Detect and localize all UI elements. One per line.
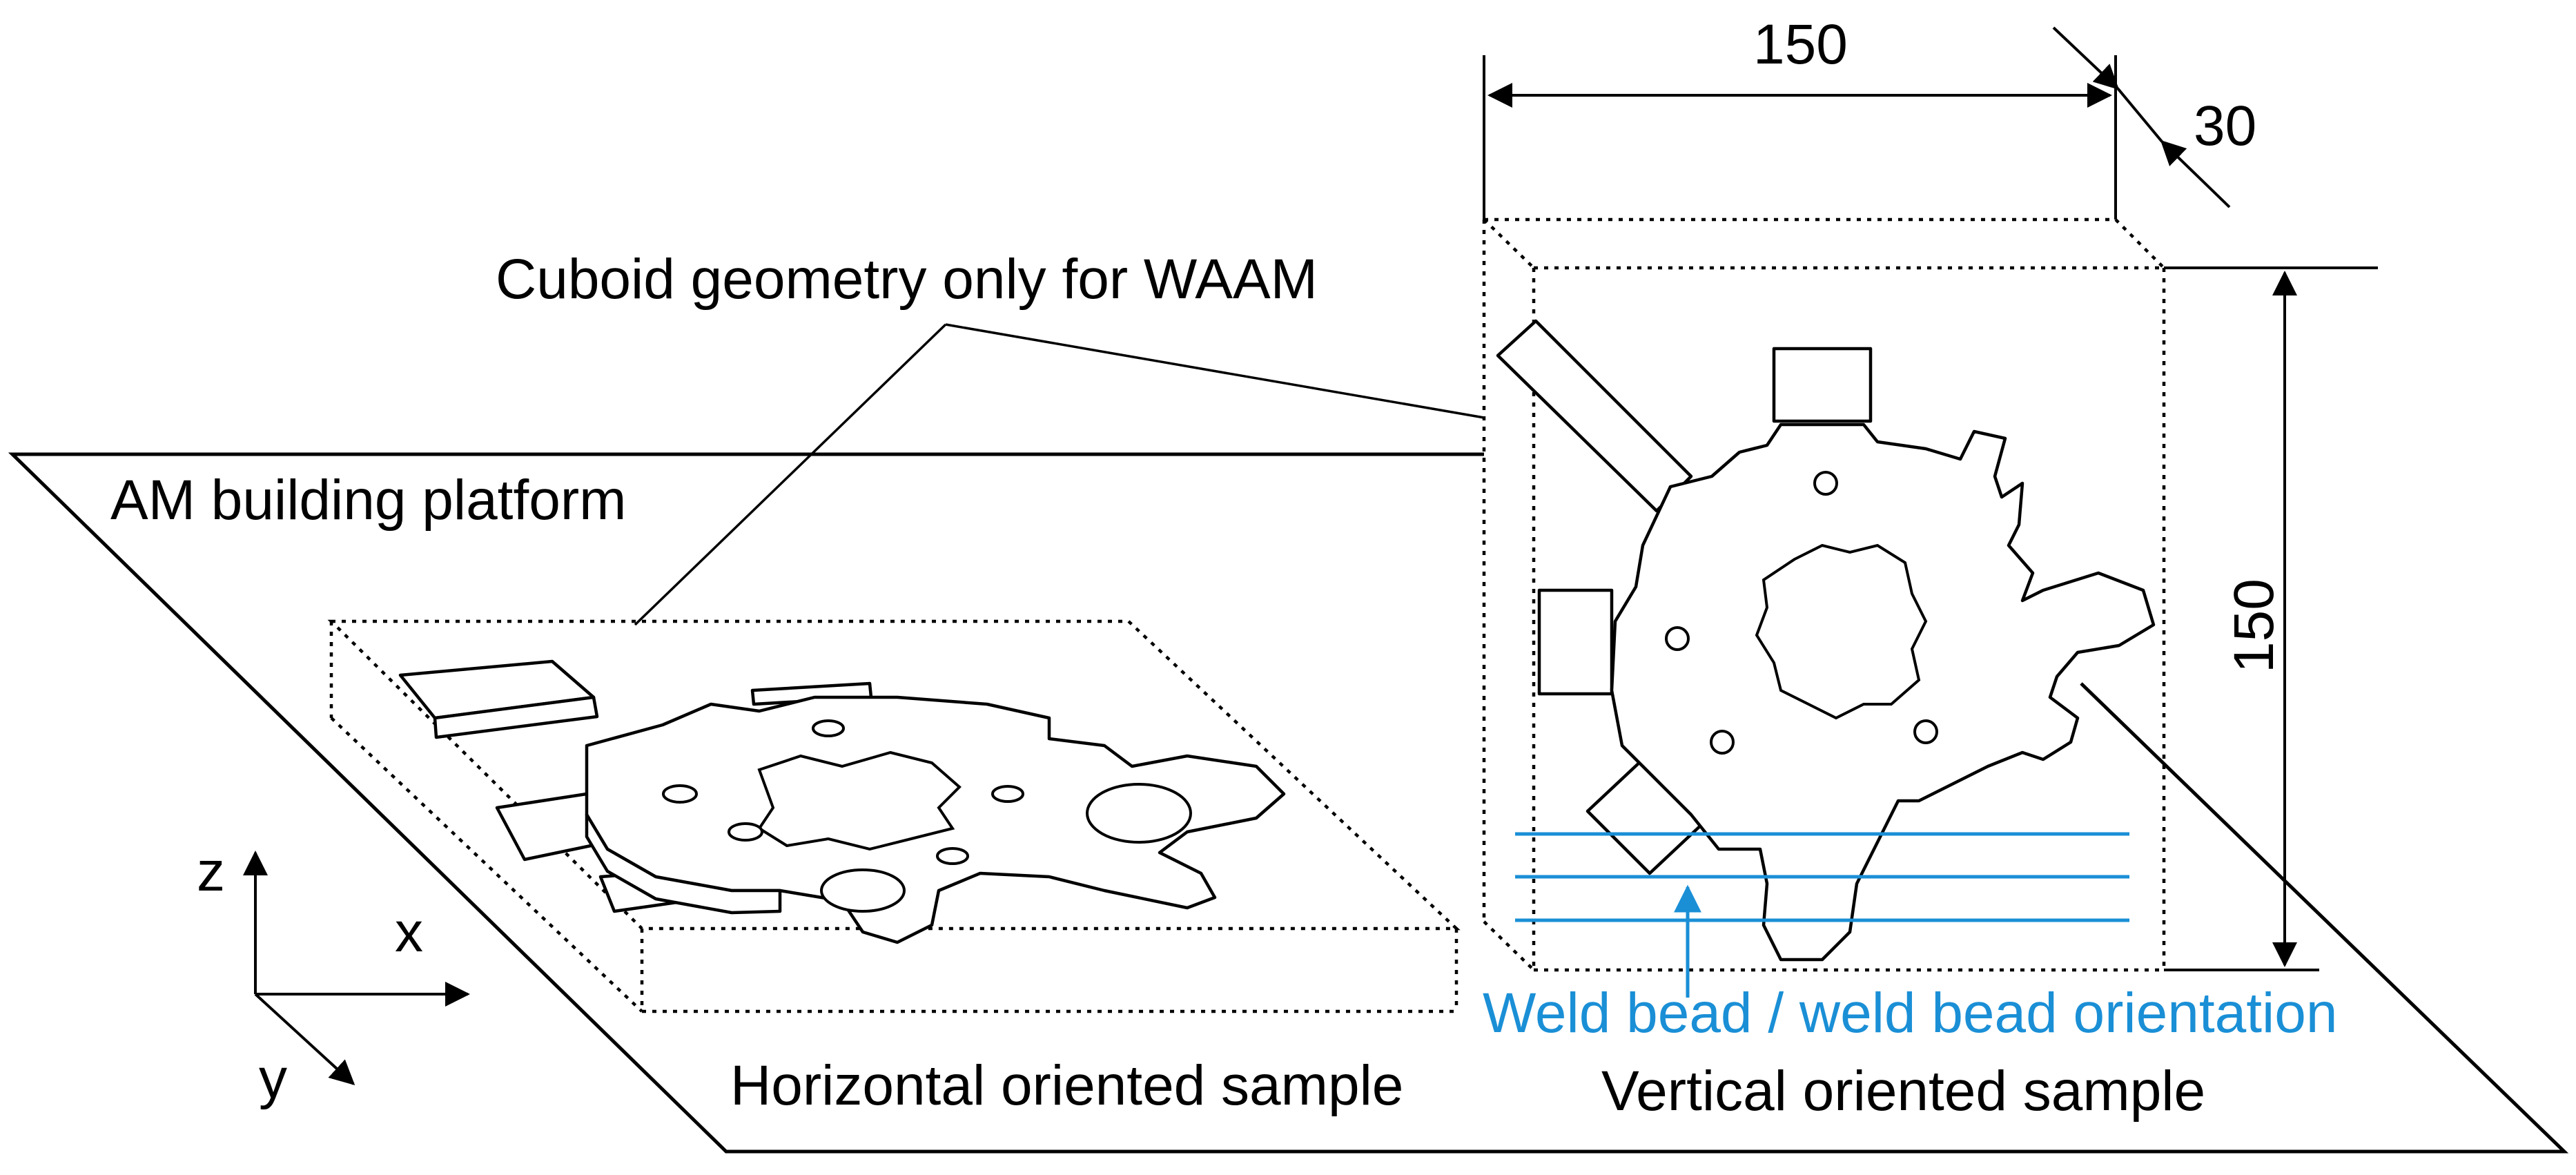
vertical-sample-part <box>1496 319 2156 962</box>
z-axis-label: z <box>197 840 225 903</box>
platform-label: AM building platform <box>110 469 626 532</box>
vertical-sample-label: Vertical oriented sample <box>1601 1060 2205 1123</box>
dimension-height <box>2164 266 2378 971</box>
height-dimension-label: 150 <box>2223 579 2285 673</box>
build-platform <box>8 452 2569 1154</box>
coordinate-axes <box>243 851 470 1086</box>
weld-bead-lines <box>1515 832 2129 998</box>
depth-dimension-label: 30 <box>2194 95 2256 157</box>
dimension-depth <box>2052 26 2231 208</box>
weld-bead-label: Weld bead / weld bead orientation <box>1483 982 2337 1045</box>
horizontal-sample-label: Horizontal oriented sample <box>730 1054 1403 1117</box>
cuboid-leader-lines <box>634 323 1485 626</box>
width-dimension-label: 150 <box>1753 13 1848 76</box>
x-axis-label: x <box>395 901 423 964</box>
dimension-width <box>1483 55 2117 220</box>
horizontal-sample-part <box>398 659 1286 944</box>
y-axis-label: y <box>259 1047 287 1110</box>
cuboid-label: Cuboid geometry only for WAAM <box>496 248 1318 311</box>
